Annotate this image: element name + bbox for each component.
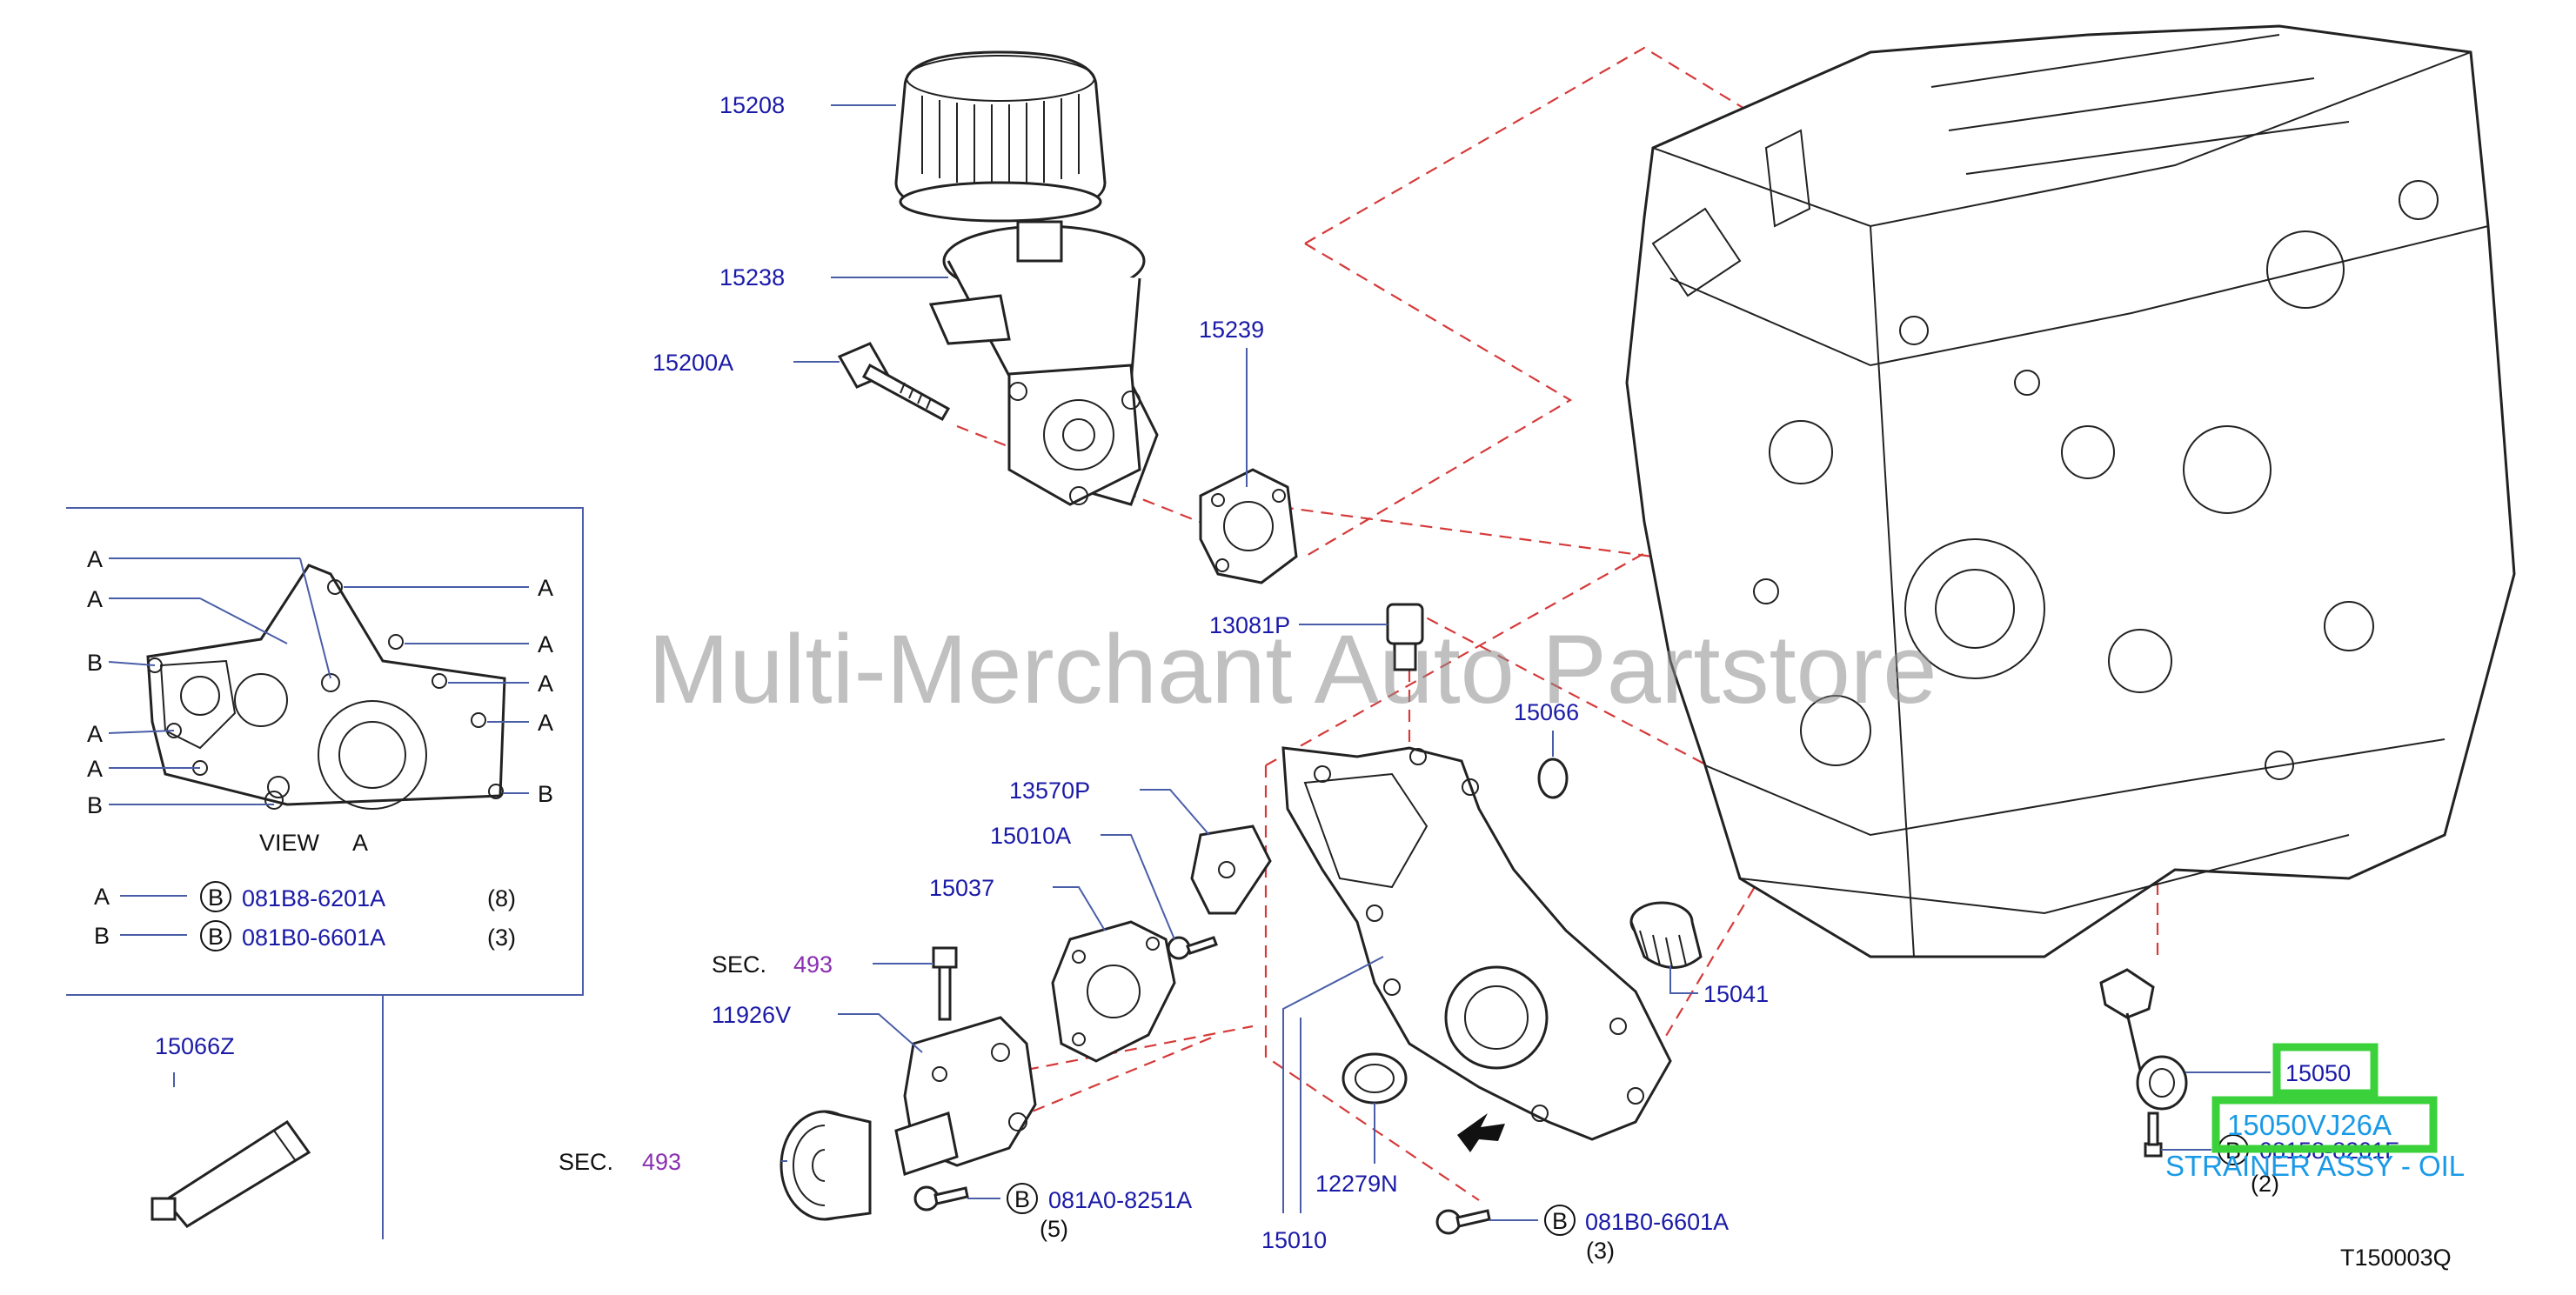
engine-block-drawing xyxy=(1625,24,2516,958)
direction-arrow-icon xyxy=(1457,1113,1505,1152)
legend-badge: B xyxy=(208,884,224,911)
part-label-15066z[interactable]: 15066Z xyxy=(155,1033,235,1059)
highlight-box-part-number xyxy=(2211,1096,2438,1153)
view-callout-right: A xyxy=(538,631,553,658)
part-labels: 15208 15238 15200A 15239 13081P 15066 13… xyxy=(155,92,2452,1271)
water-pump-11926v-drawing xyxy=(894,1016,1037,1176)
diagram-code: T150003Q xyxy=(2340,1245,2452,1271)
part-label-15037[interactable]: 15037 xyxy=(929,875,994,901)
section-number-link[interactable]: 493 xyxy=(642,1149,681,1175)
highlighted-part-description: STRAINER ASSY - OIL xyxy=(2165,1150,2465,1182)
oil-seal-12279n-drawing xyxy=(1342,1052,1408,1105)
part-label-13081p[interactable]: 13081P xyxy=(1209,612,1290,638)
part-label-12279n[interactable]: 12279N xyxy=(1315,1171,1398,1197)
view-callout-right: A xyxy=(538,710,553,736)
part-qty: (3) xyxy=(1586,1238,1615,1264)
watermark-text: Multi-Merchant Auto Partstore xyxy=(648,615,1937,724)
view-a-inset xyxy=(66,507,584,1239)
part-label-15041[interactable]: 15041 xyxy=(1703,981,1769,1007)
o-ring-15066-drawing xyxy=(1537,758,1569,799)
highlighted-part-number[interactable]: 15050VJ26A xyxy=(2227,1109,2392,1141)
oil-filter-drawing xyxy=(894,50,1107,223)
legend-part-number[interactable]: 081B0-6601A xyxy=(242,925,385,951)
inner-gear-15041-drawing xyxy=(1629,901,1703,969)
bolt-081a0-8251a-drawing xyxy=(913,1185,969,1212)
part-label-15208[interactable]: 15208 xyxy=(719,92,785,118)
section-label: SEC. xyxy=(712,951,766,978)
view-callout-left: A xyxy=(87,546,103,572)
view-callout-left: B xyxy=(87,650,103,676)
view-title-letter: A xyxy=(352,830,368,856)
view-callout-left: A xyxy=(87,586,103,612)
part-label-15066[interactable]: 15066 xyxy=(1514,699,1579,725)
legend-badge: B xyxy=(208,924,224,950)
part-qty: (2) xyxy=(2251,1171,2279,1197)
part-label-081a0-8251a[interactable]: 081A0-8251A xyxy=(1048,1187,1192,1213)
bolt-badge-icon xyxy=(200,881,231,912)
leader-lines xyxy=(173,104,2271,1221)
part-label-15238[interactable]: 15238 xyxy=(719,264,785,290)
bolt-08158-8201f-drawing xyxy=(2144,1111,2163,1158)
front-cover-15010-drawing xyxy=(1281,746,1672,1141)
view-a-callouts: A A B A A B A A A A B VIEW A A B 081B8-6… xyxy=(87,546,553,951)
part-label-081b0-6601a[interactable]: 081B0-6601A xyxy=(1585,1209,1729,1235)
bolt-sec-493-drawing xyxy=(932,946,958,1021)
bolt-badge-icon xyxy=(1544,1205,1576,1236)
view-callout-left: A xyxy=(87,756,103,782)
highlight-box-15050 xyxy=(2272,1043,2379,1098)
legend-key: B xyxy=(94,923,110,949)
section-label: SEC. xyxy=(559,1149,613,1175)
view-callout-right: B xyxy=(538,781,553,807)
legend-qty: (8) xyxy=(487,885,516,911)
plug-13081p-drawing xyxy=(1386,603,1424,671)
section-number-link[interactable]: 493 xyxy=(793,951,833,978)
legend-qty: (3) xyxy=(487,925,516,951)
highlighted-part: 15050 15050VJ26A STRAINER ASSY - OIL xyxy=(2165,1043,2465,1182)
screw-15010a-drawing xyxy=(1167,936,1218,960)
view-callout-left: B xyxy=(87,792,103,818)
legend-part-number[interactable]: 081B8-6201A xyxy=(242,885,385,911)
part-label-13570p[interactable]: 13570P xyxy=(1009,778,1090,804)
view-callout-left: A xyxy=(87,721,103,747)
view-callout-right: A xyxy=(538,575,553,601)
bolt-badge: B xyxy=(1014,1186,1030,1212)
part-label-15010[interactable]: 15010 xyxy=(1261,1227,1327,1253)
part-qty: (5) xyxy=(1040,1216,1068,1242)
gasket-15037-drawing xyxy=(1051,920,1176,1063)
part-label-15200a[interactable]: 15200A xyxy=(652,350,733,376)
part-label-15239[interactable]: 15239 xyxy=(1199,317,1264,343)
sealant-tube-15066z-drawing xyxy=(151,1119,311,1228)
bolt-badge: B xyxy=(1552,1208,1568,1234)
bolt-15200a-drawing xyxy=(837,342,951,422)
legend-key: A xyxy=(94,884,110,910)
part-label-15010a[interactable]: 15010A xyxy=(990,823,1071,849)
oil-strainer-15050-drawing xyxy=(2099,968,2188,1111)
gasket-15239-drawing xyxy=(1199,468,1298,584)
gasket-13570p-drawing xyxy=(1190,824,1272,915)
view-title: VIEW xyxy=(259,830,320,856)
part-label-11926v[interactable]: 11926V xyxy=(712,1002,791,1028)
view-callout-right: A xyxy=(538,671,553,697)
pulley-sec-493-drawing xyxy=(779,1110,872,1221)
bolt-badge-icon xyxy=(200,920,231,951)
part-label-15050[interactable]: 15050 xyxy=(2285,1060,2351,1086)
oil-filter-bracket-drawing xyxy=(928,220,1159,506)
bolt-081b0-6601a-drawing xyxy=(1435,1209,1491,1235)
bolt-badge-icon xyxy=(1007,1183,1038,1214)
